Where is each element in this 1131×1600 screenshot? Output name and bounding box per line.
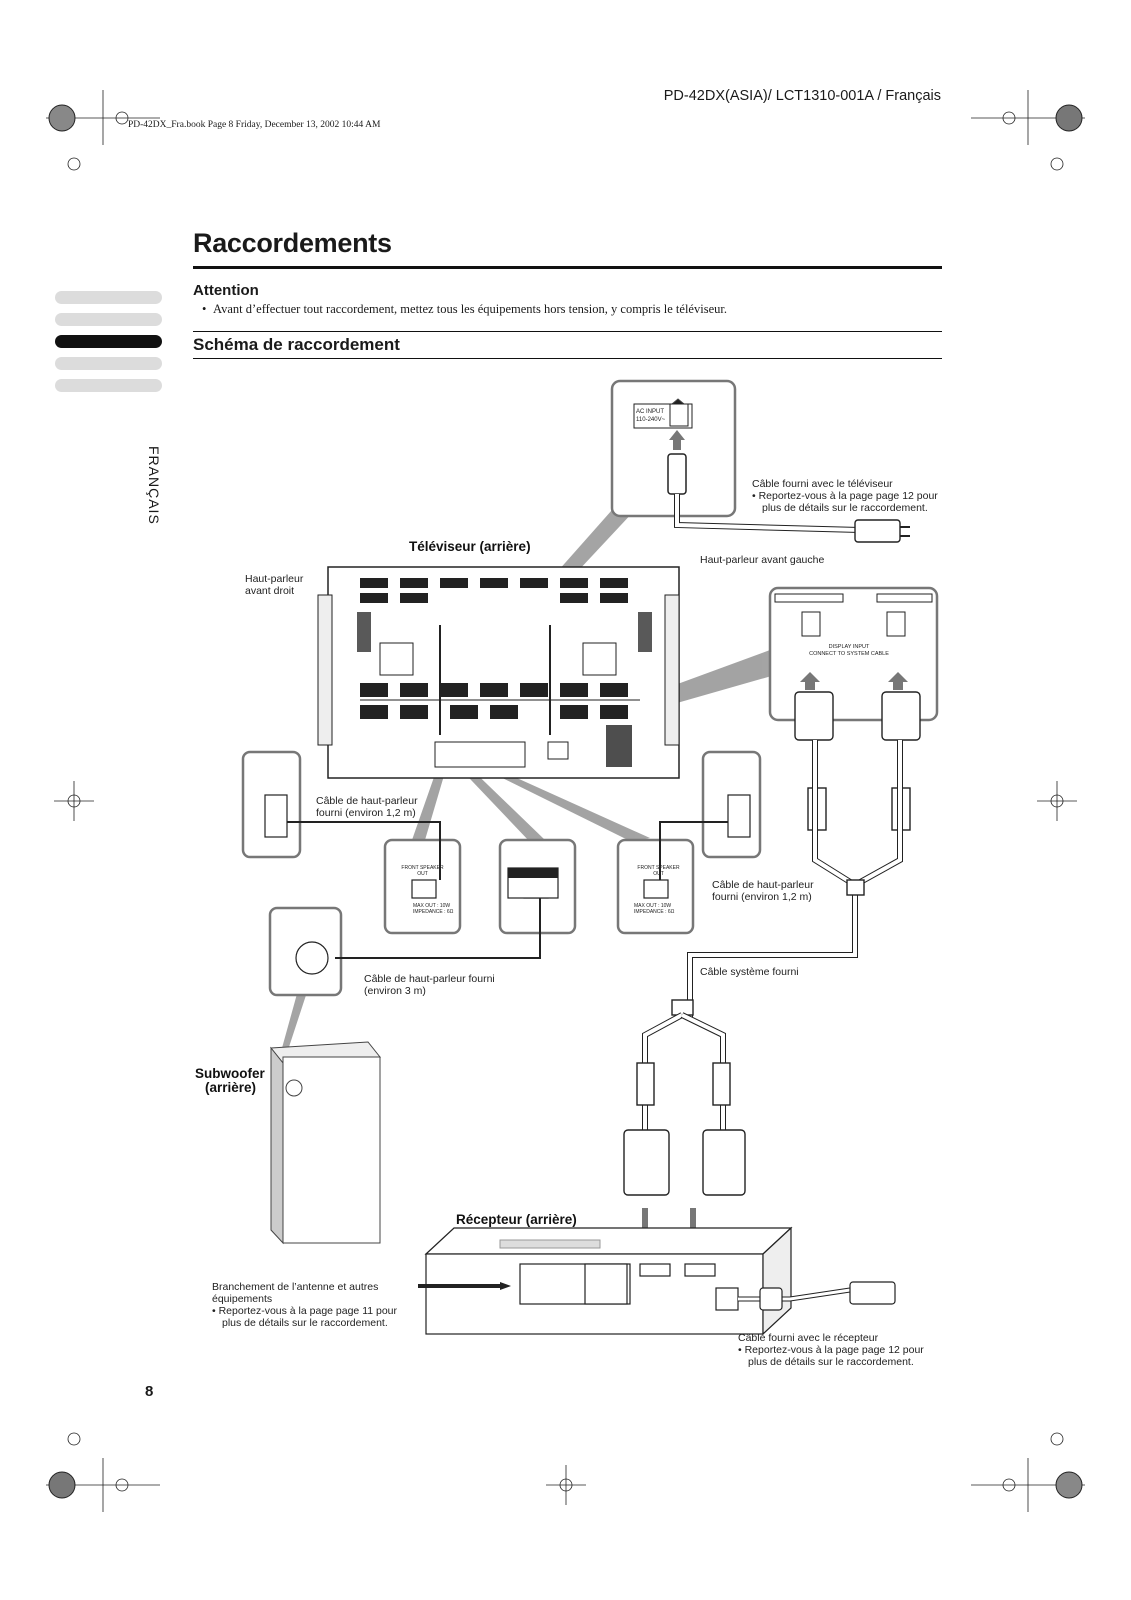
language-tab-active <box>55 335 162 348</box>
speaker-wires <box>287 821 728 959</box>
language-tab-1 <box>55 291 162 304</box>
subwoofer <box>270 1041 381 1245</box>
display-input-label: DISPLAY INPUT <box>828 644 870 650</box>
display-input-inset <box>768 586 939 722</box>
subwoofer-cable-2: (environ 3 m) <box>364 985 426 997</box>
system-cable-label: Câble système fourni <box>700 966 799 978</box>
speaker-cable-left-1: Câble de haut-parleur <box>316 795 418 807</box>
attention-bullet: •Avant d’effectuer tout raccordement, me… <box>202 302 727 316</box>
antenna-title-2: équipements <box>212 1293 273 1305</box>
attention-heading: Attention <box>193 282 259 299</box>
receiver-power-cable <box>738 1281 896 1311</box>
subwoofer-sublabel: (arrière) <box>205 1080 257 1095</box>
tv-power-cable-title: Câble fourni avec le téléviseur <box>752 478 893 490</box>
front-speaker-out-right: FRONT SPEAKER OUT <box>637 865 680 877</box>
tv-power-cable-note-text: Reportez-vous à la page page 12 pour plu… <box>758 490 938 514</box>
page-title: Raccordements <box>193 228 392 258</box>
impedance-left: IMPEDANCE : 6Ω <box>413 909 454 915</box>
ac-input-label: AC INPUT <box>636 409 665 415</box>
book-info-line: PD-42DX_Fra.book Page 8 Friday, December… <box>128 120 381 130</box>
left-speaker-label: Haut-parleur avant gauche <box>700 554 825 566</box>
right-speaker-label-2: avant droit <box>245 585 295 597</box>
subwoofer-label: Subwoofer <box>195 1066 265 1081</box>
impedance-right: IMPEDANCE : 6Ω <box>634 909 675 915</box>
section-rule-top <box>193 331 942 332</box>
tv-power-cable-note: • Reportez-vous à la page page 12 pour p… <box>752 490 938 514</box>
language-tab-4 <box>55 357 162 370</box>
receiver-cable-note-text: Reportez-vous à la page page 12 pour plu… <box>744 1344 924 1368</box>
speaker-cable-left-2: fourni (environ 1,2 m) <box>316 807 416 819</box>
receiver-cable-title: Câble fourni avec le récepteur <box>738 1332 879 1344</box>
speaker-cable-right-1: Câble de haut-parleur <box>712 879 814 891</box>
system-cable <box>623 691 921 1196</box>
document-code: PD-42DX(ASIA)/ LCT1310-001A / Français <box>663 88 941 104</box>
max-out-right: MAX OUT : 10W <box>634 903 672 909</box>
receiver-cable-note: • Reportez-vous à la page page 12 pour p… <box>738 1344 924 1368</box>
connect-system-cable-label: CONNECT TO SYSTEM CABLE <box>809 651 889 657</box>
section-heading: Schéma de raccordement <box>193 335 400 354</box>
antenna-note: • Reportez-vous à la page page 11 pour p… <box>212 1305 398 1329</box>
max-out-left: MAX OUT : 10W <box>413 903 451 909</box>
receiver-rear <box>424 1226 793 1336</box>
tv-rear-label: Téléviseur (arrière) <box>409 539 531 554</box>
right-speaker-label-1: Haut-parleur <box>245 573 304 585</box>
subwoofer-cable-1: Câble de haut-parleur fourni <box>364 973 495 985</box>
receiver-rear-label: Récepteur (arrière) <box>456 1212 577 1227</box>
page-number: 8 <box>145 1383 154 1400</box>
antenna-title-1: Branchement de l’antenne et autres <box>212 1281 379 1293</box>
language-label: FRANÇAIS <box>146 446 162 525</box>
attention-text: Avant d’effectuer tout raccordement, met… <box>213 302 727 316</box>
language-tab-5 <box>55 379 162 392</box>
front-speaker-out-left: FRONT SPEAKER OUT <box>401 865 444 877</box>
speaker-cable-right-2: fourni (environ 1,2 m) <box>712 891 812 903</box>
tv-vents <box>357 578 652 767</box>
language-tab-2 <box>55 313 162 326</box>
title-rule <box>193 266 942 269</box>
ac-voltage-label: 110-240V~ <box>636 417 666 423</box>
section-rule-bottom <box>193 358 942 359</box>
antenna-note-text: Reportez-vous à la page page 11 pour plu… <box>218 1305 398 1329</box>
